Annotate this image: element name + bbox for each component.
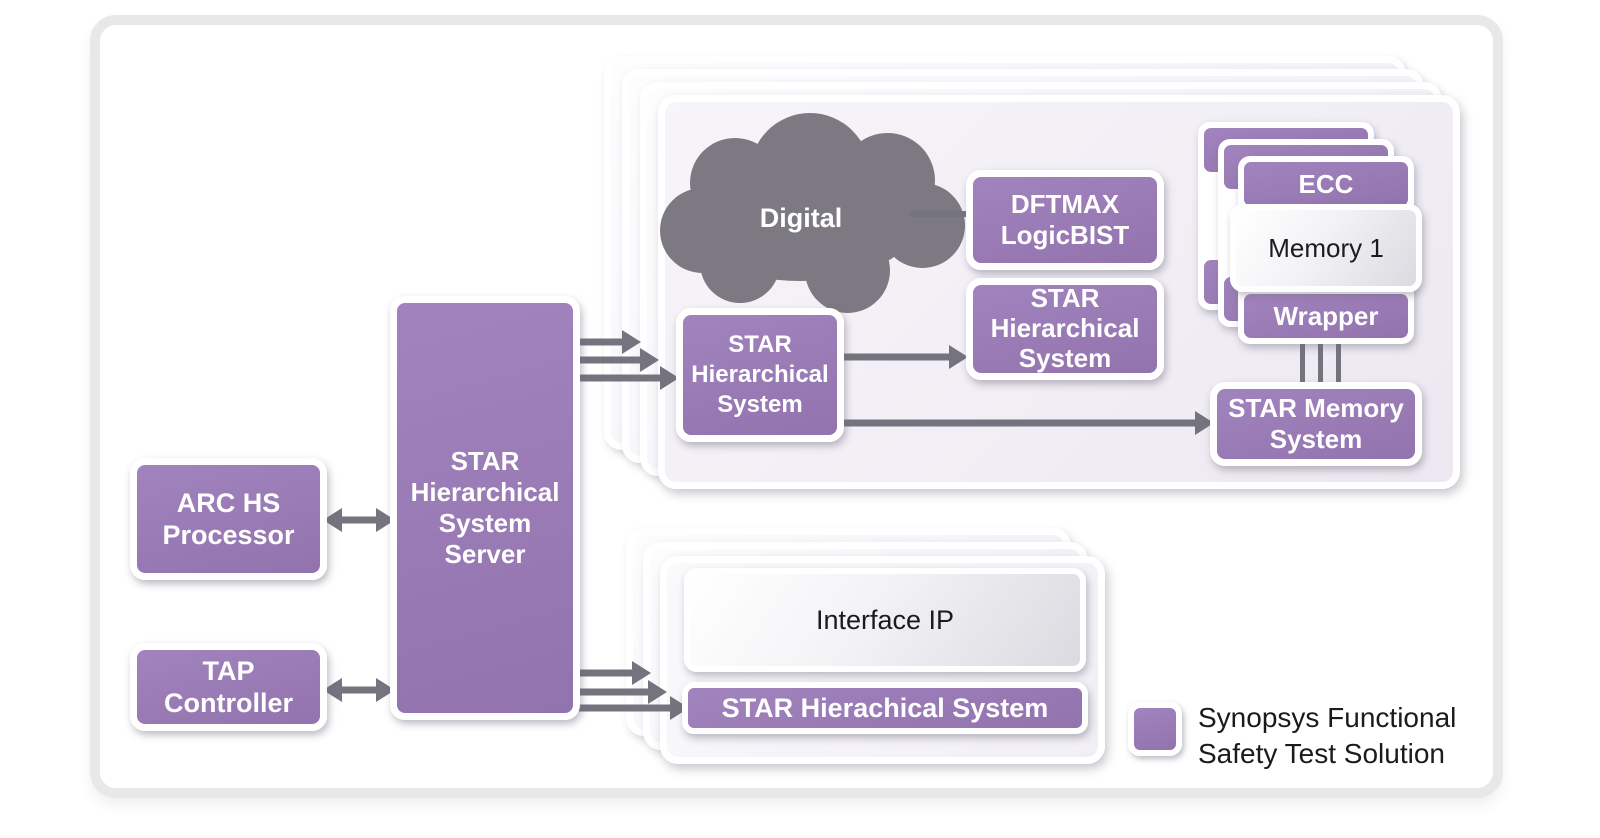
star-hierachical-system-bar: STAR Hierachical System	[682, 682, 1088, 734]
star-hs-left-line: Hierarchical	[691, 361, 829, 388]
arc-line: Processor	[162, 520, 295, 550]
legend-swatch	[1128, 702, 1182, 756]
arc-hs-processor-box: ARC HS Processor	[130, 458, 327, 580]
arrow-starhs-to-starhs	[840, 344, 968, 370]
wrapper-strip: Wrapper	[1244, 294, 1408, 338]
memory-1-box: Memory 1	[1230, 204, 1422, 292]
star-hierarchical-system-right-box: STAR Hierarchical System	[966, 278, 1164, 380]
arrow-server-bottom-3	[575, 695, 689, 721]
legend-line: Synopsys Functional	[1198, 702, 1457, 733]
star-hierarchical-system-server-box: STAR Hierarchical System Server	[390, 296, 580, 720]
star-hs-right-line: Hierarchical	[990, 313, 1140, 344]
arrow-tap-server	[323, 676, 395, 704]
star-memory-system-box: STAR Memory System	[1210, 382, 1422, 466]
arrow-server-top-2	[575, 347, 659, 373]
interface-ip-box: Interface IP	[684, 568, 1086, 672]
tap-line: Controller	[163, 688, 293, 718]
arrow-arc-server	[323, 506, 395, 534]
dftmax-label-line: DFTMAX	[1010, 188, 1120, 219]
star-hs-left-line: STAR	[728, 331, 792, 358]
server-line: STAR	[450, 445, 520, 476]
legend-line: Safety Test Solution	[1198, 737, 1445, 769]
star-memory-line: System	[1269, 424, 1363, 454]
ecc-strip: ECC	[1244, 162, 1408, 206]
dftmax-logicbist-box: DFTMAX LogicBIST	[966, 170, 1164, 270]
star-hs-right-line: System	[1018, 342, 1112, 373]
server-line: Hierarchical	[410, 476, 560, 507]
digital-cloud: Digital	[655, 108, 965, 313]
memory-connector-line	[1336, 344, 1341, 386]
arrow-starhs-to-starmemory	[840, 410, 1214, 436]
memory-connector-line	[1300, 344, 1305, 386]
connector-cloud-dftmax	[910, 211, 972, 217]
star-hs-left-line: System	[717, 391, 803, 418]
cloud-core	[685, 163, 915, 281]
arrow-server-top-1	[575, 329, 641, 355]
star-hs-right-line: STAR	[1030, 283, 1100, 314]
server-line: System	[438, 508, 532, 538]
arrow-server-bottom-2	[575, 679, 667, 705]
arrow-server-bottom-1	[575, 660, 651, 686]
star-memory-line: STAR Memory	[1228, 392, 1404, 423]
arc-line: ARC HS	[176, 487, 281, 518]
legend-text: Synopsys Functional Safety Test Solution	[1198, 700, 1456, 771]
cloud-label: Digital	[759, 203, 843, 233]
arrow-server-top-3	[575, 365, 679, 391]
tap-line: TAP	[202, 655, 255, 686]
tap-controller-box: TAP Controller	[130, 643, 327, 731]
dftmax-label-line: LogicBIST	[1000, 220, 1130, 250]
memory-connector-line	[1318, 344, 1323, 386]
star-hierarchical-system-left-box: STAR Hierarchical System	[676, 308, 844, 442]
star-hierachical-bar-label: STAR Hierachical System	[721, 692, 1049, 723]
server-line: Server	[444, 539, 526, 570]
